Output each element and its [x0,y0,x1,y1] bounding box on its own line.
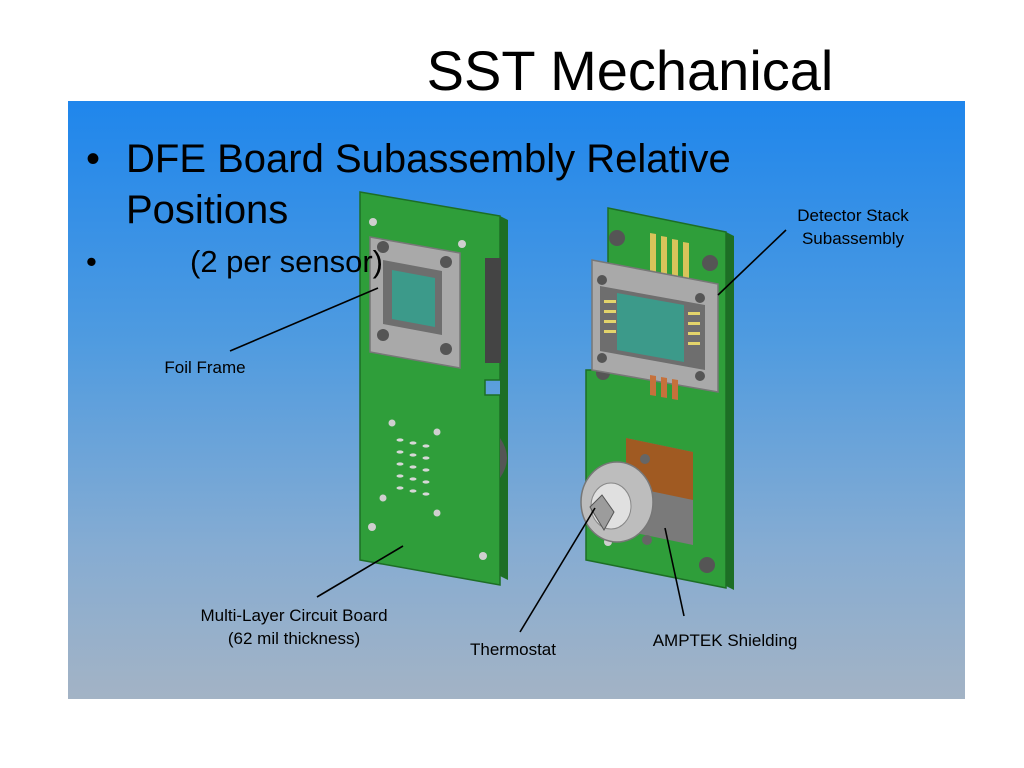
callout-thermostat: Thermostat [470,640,556,659]
bullet-item: • DFE Board Subassembly Relative Positio… [86,134,866,236]
callout-line: Multi-Layer Circuit Board [200,606,388,625]
callout-circuit-board: Multi-Layer Circuit Board (62 mil thickn… [168,604,420,650]
callout-leader-lines [229,229,787,633]
bullet-marker: • [86,137,101,181]
left-board [359,191,508,586]
bullet-item: • (2 per sensor) [86,240,866,284]
image-panel [68,101,965,699]
bullet-text: (2 per sensor) [190,244,383,279]
bullet-list: • DFE Board Subassembly Relative Positio… [86,134,866,284]
callout-line: (62 mil thickness) [227,629,361,648]
callout-line: Subassembly [801,229,905,248]
callout-detector-stack: Detector Stack Subassembly [770,204,936,250]
right-board [580,207,734,590]
callout-amptek-shielding: AMPTEK Shielding [652,631,798,650]
callout-foil-frame: Foil Frame [164,358,246,377]
callout-line: Detector Stack [797,206,909,225]
bullet-text: DFE Board Subassembly Relative Positions [126,137,731,232]
bullet-marker: • [86,244,97,279]
slide-title: SST Mechanical [426,39,834,102]
